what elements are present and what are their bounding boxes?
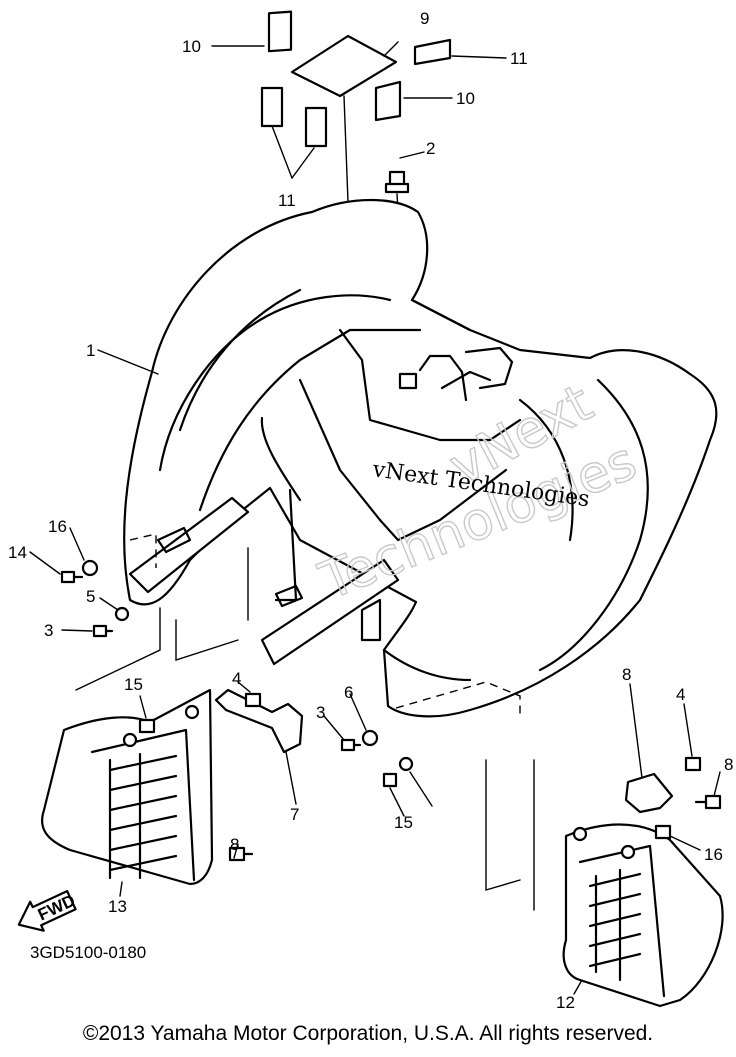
callout-5-left: 5 xyxy=(86,587,95,606)
bolt-3-right xyxy=(340,738,362,752)
nut-4-right xyxy=(684,756,702,772)
decal-9 xyxy=(290,34,398,98)
bracket-6 xyxy=(624,772,674,814)
callout-13: 13 xyxy=(108,897,127,916)
callout-11-lower: 11 xyxy=(278,191,296,210)
mudguard-12 xyxy=(562,823,724,1008)
callout-10-lower: 10 xyxy=(456,89,475,108)
leader-lines xyxy=(29,41,721,995)
callout-8-left: 8 xyxy=(230,835,239,854)
callout-numbers: 10 9 11 10 11 2 1 16 14 5 3 15 4 8 7 13 … xyxy=(8,9,733,1010)
attach-dash-left xyxy=(129,533,157,568)
decal-11-left-b xyxy=(304,106,328,148)
fwd-arrow-icon: FWD xyxy=(17,890,78,932)
rear-fender xyxy=(123,198,718,718)
nut-4-left xyxy=(244,692,262,708)
drawing-code: 3GD5100-0180 xyxy=(30,943,146,962)
decal-10-upper xyxy=(267,10,293,53)
callout-16-left: 16 xyxy=(48,517,67,536)
decal-parts xyxy=(260,10,452,148)
decal-11-upper xyxy=(413,38,452,66)
callout-14-left: 14 xyxy=(8,543,27,562)
nut-15-left xyxy=(138,718,156,734)
callout-15-right: 16 xyxy=(704,845,723,864)
bolt-14-right xyxy=(382,772,398,788)
callout-10-upper: 10 xyxy=(182,37,201,56)
decal-10-lower xyxy=(374,80,402,122)
fasteners xyxy=(60,559,722,862)
washer-5-right xyxy=(361,729,379,747)
mudguard-13 xyxy=(41,688,214,886)
washer-16-left xyxy=(81,559,99,577)
attach-dash-right xyxy=(395,681,521,716)
callout-8-right-visible: 8 xyxy=(724,755,733,774)
callout-4-right: 4 xyxy=(676,685,685,704)
attach-lines-right xyxy=(485,759,535,911)
bolt-14-left xyxy=(60,570,84,584)
callout-3-right: 3 xyxy=(316,703,325,722)
bolt-3-left xyxy=(92,624,114,638)
washer-5-left xyxy=(114,606,130,622)
callout-11-upper: 11 xyxy=(510,49,528,68)
copyright-notice: ©2013 Yamaha Motor Corporation, U.S.A. A… xyxy=(82,1022,654,1045)
callout-1: 1 xyxy=(86,341,95,360)
bolt-8-right xyxy=(694,794,722,810)
callout-12: 12 xyxy=(556,993,575,1010)
attach-lines-left xyxy=(75,547,249,691)
callout-4-left: 4 xyxy=(232,669,241,688)
callout-14-right: 15 xyxy=(394,813,413,832)
callout-3-left: 3 xyxy=(44,621,53,640)
nut-15-right xyxy=(654,824,672,840)
callout-15-left: 15 xyxy=(124,675,143,694)
decal-11-left-a xyxy=(260,86,284,128)
callout-2: 2 xyxy=(426,139,435,158)
callout-9: 9 xyxy=(420,9,429,28)
parts-diagram: vNext Technologies vNext Technologies FW… xyxy=(8,9,733,1010)
callout-5-right: 6 xyxy=(344,683,353,702)
callout-7: 7 xyxy=(290,805,299,824)
callout-6: 8 xyxy=(622,665,631,684)
washer-16-right xyxy=(398,756,414,772)
